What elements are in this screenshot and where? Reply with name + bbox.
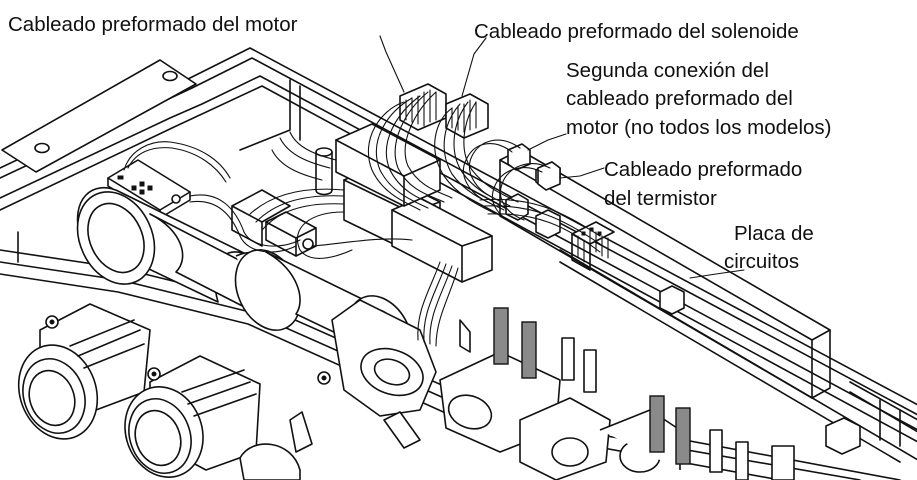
terminal-pins [493, 307, 795, 480]
label-board-line1: Placa de [734, 222, 814, 245]
leader-second-motor [527, 133, 567, 151]
post [315, 147, 333, 196]
leader-lines [379, 35, 745, 279]
leader-circuit-board [689, 269, 745, 279]
label-thermistor-line1: Cableado preformado [604, 158, 802, 181]
label-second-motor-line2: cableado preformado del [566, 87, 793, 110]
right-rail [559, 249, 917, 463]
label-thermistor-line2: del termistor [604, 187, 717, 210]
label-second-motor-line1: Segunda conexión del [566, 59, 769, 82]
leader-solenoid-harness [461, 37, 487, 97]
wire-bundles [189, 91, 601, 347]
outlet-fitting [124, 355, 301, 480]
mounting-ear [1, 59, 197, 173]
label-board-line2: circuitos [724, 250, 799, 273]
label-motor-harness: Cableado preformado del motor [8, 13, 298, 36]
callout-labels: Cableado preformado del motor Cableado p… [8, 13, 831, 273]
harness-connectors [335, 83, 561, 283]
label-solenoid-harness: Cableado preformado del solenoide [474, 20, 799, 43]
label-second-motor-line3: motor (no todos los modelos) [566, 116, 831, 139]
inlet-fitting [17, 303, 151, 440]
housing-inner-wall [17, 79, 301, 263]
motor-assembly [76, 186, 437, 417]
leader-thermistor [559, 167, 605, 179]
leader-motor-harness [379, 35, 405, 93]
